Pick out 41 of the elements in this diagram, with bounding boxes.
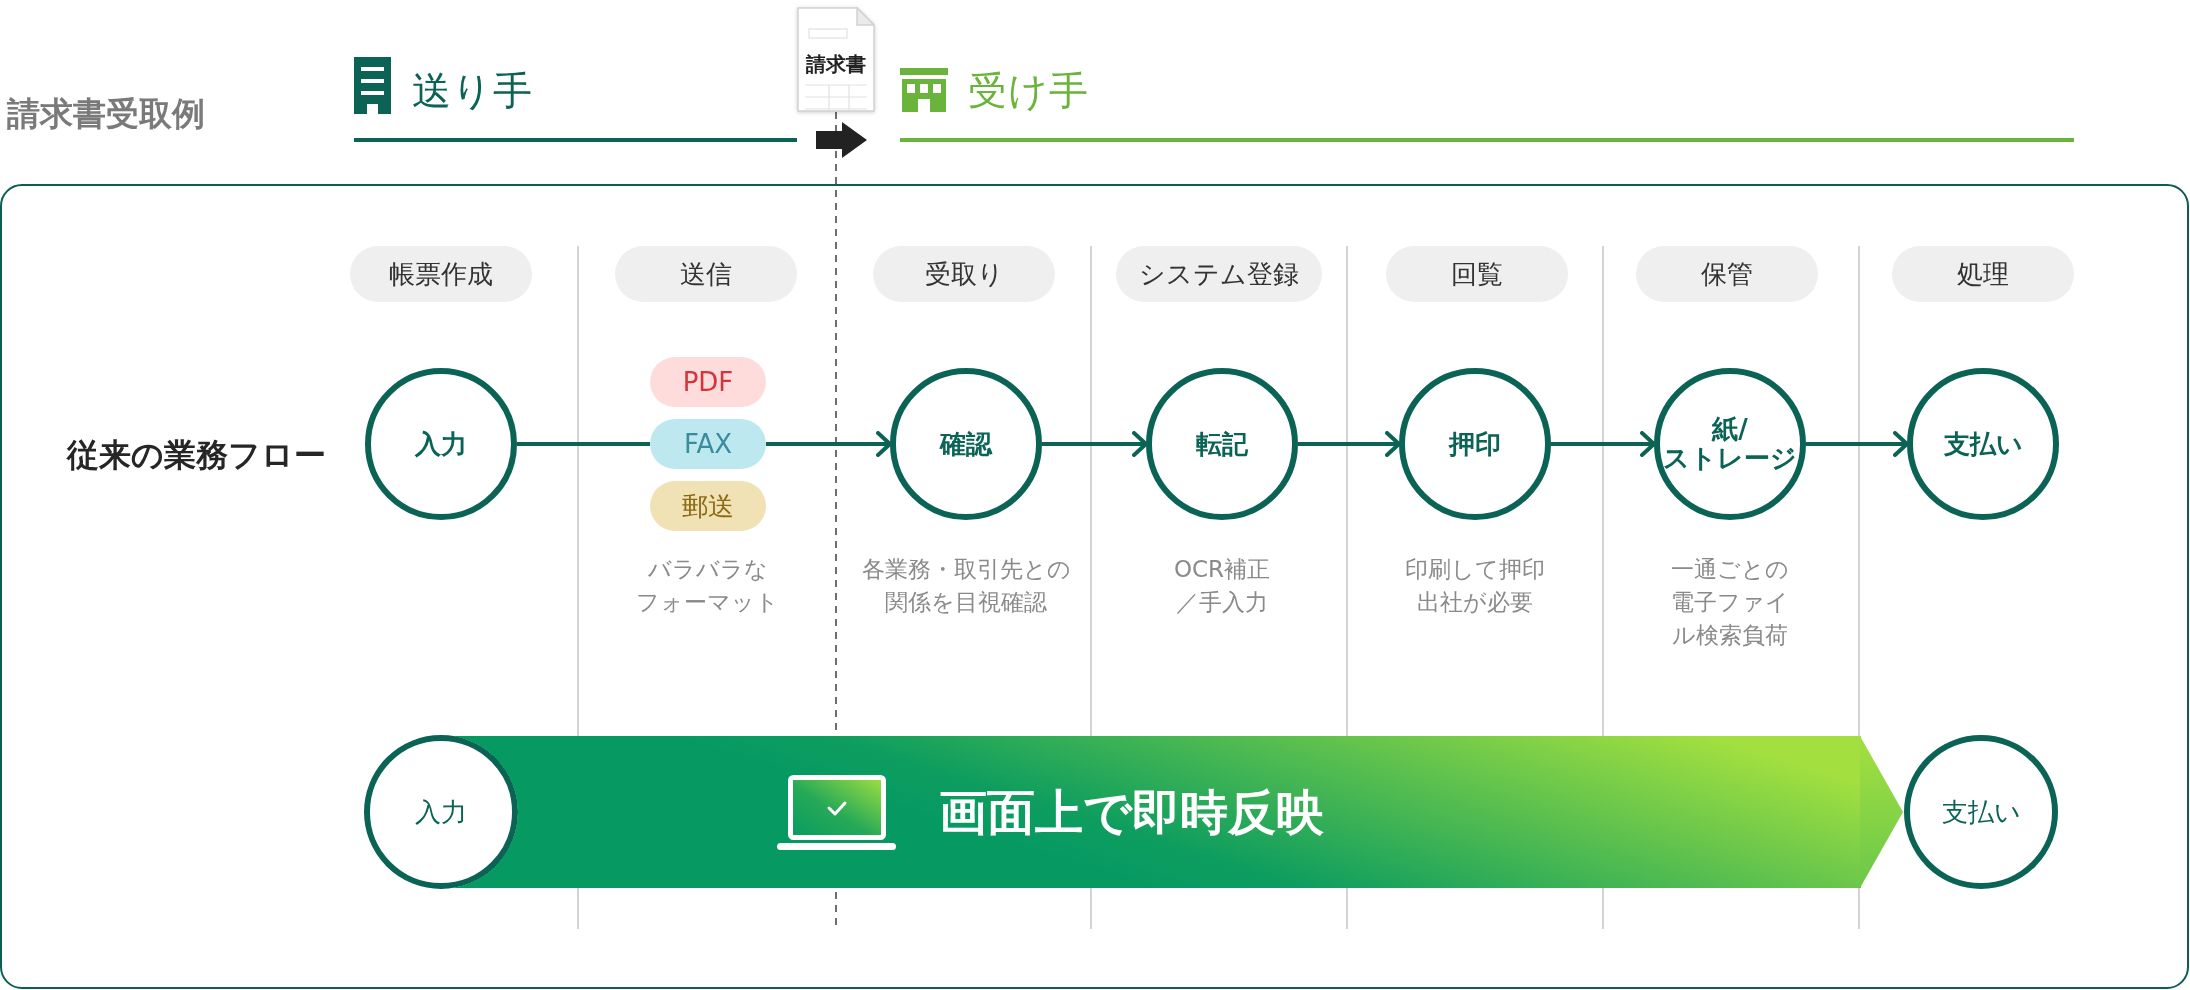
process-name: 転記 <box>1196 429 1248 459</box>
flow-arrow <box>766 431 892 457</box>
note-text: 各業務・取引先との関係を目視確認 <box>860 555 1072 617</box>
edge-label: 画面上で即時反映 <box>939 784 1324 840</box>
format-name: FAX <box>683 428 733 460</box>
phase-name: システム登録 <box>1139 258 1299 290</box>
flow-arrow <box>1042 431 1148 457</box>
process-name: 紙/ストレージ <box>1662 415 1798 473</box>
section-heading: 受け手 <box>968 69 1089 113</box>
flow-arrow <box>1298 431 1401 457</box>
format-tag <box>650 357 766 407</box>
phase-name: 回覧 <box>1451 258 1503 290</box>
phase-name: 受取り <box>924 258 1004 290</box>
flow-line <box>517 442 650 446</box>
phase-name: 帳票作成 <box>389 258 493 290</box>
process-name: 確認 <box>940 429 992 459</box>
row-label: 従来の業務フロー <box>67 435 326 475</box>
format-name: 郵送 <box>682 490 734 522</box>
diagram-title: 請求書受取例 <box>7 94 205 134</box>
process-name: 支払い <box>1943 429 2023 459</box>
invoice-document <box>797 7 875 112</box>
phase-name: 送信 <box>680 258 732 290</box>
document-title: 請求書 <box>806 51 866 77</box>
format-tag <box>650 419 766 469</box>
note-text: 印刷して押印出社が必要 <box>1404 555 1546 617</box>
flow-panel <box>0 184 2189 989</box>
phase-name: 処理 <box>1957 258 2009 290</box>
flow-arrow <box>1806 431 1909 457</box>
note-text: バラバラなフォーマット <box>635 555 781 617</box>
process-name: 入力 <box>415 429 467 459</box>
format-name: PDF <box>682 366 734 398</box>
note-text: OCR補正／手入力 <box>1172 555 1272 617</box>
process-name: 支払い <box>1941 797 2021 827</box>
phase-name: 保管 <box>1701 258 1753 290</box>
process-name: 入力 <box>415 797 467 827</box>
format-tag <box>650 481 766 531</box>
section-heading: 送り手 <box>412 69 533 113</box>
thick-arrow-band <box>518 736 1903 888</box>
process-name: 押印 <box>1449 429 1501 459</box>
flow-arrow <box>1551 431 1656 457</box>
note-text: 一通ごとの電子ファイル検索負荷 <box>1670 555 1790 650</box>
